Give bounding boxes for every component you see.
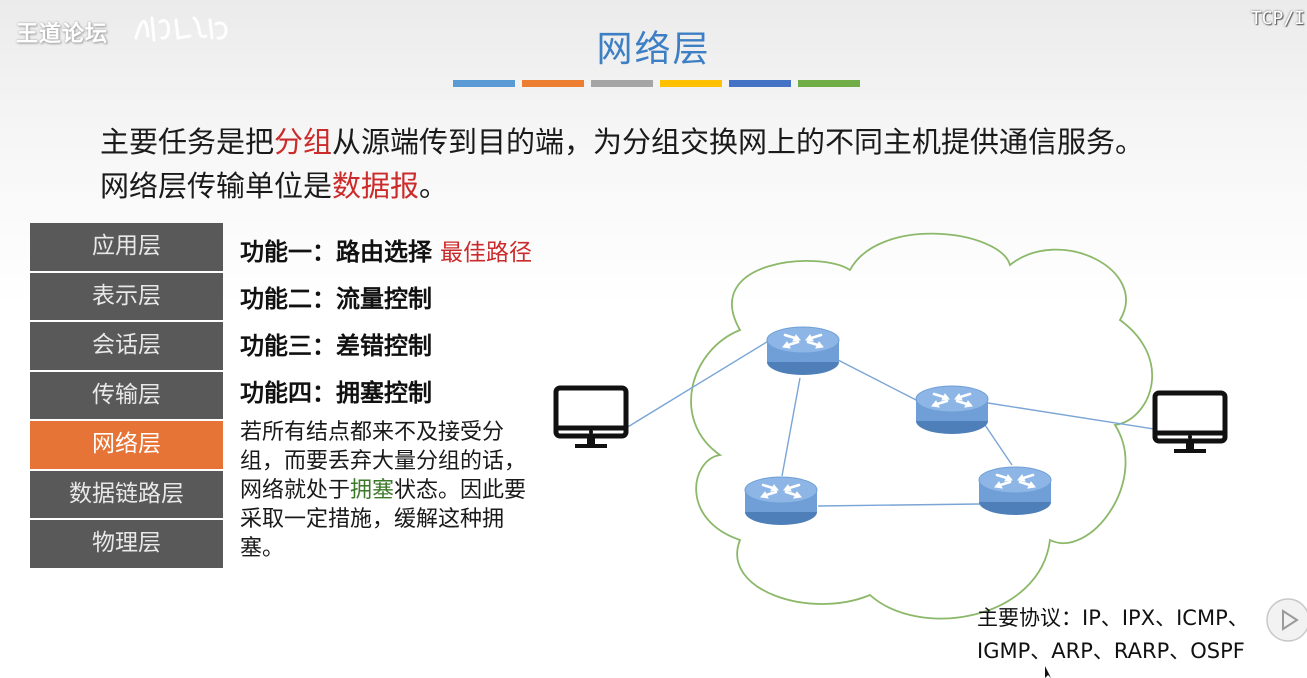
function-list: 功能一：路由选择最佳路径 功能二：流量控制 功能三：差错控制 功能四：拥塞控制 [240,232,532,420]
intro-text: 主要任务是把分组从源端传到目的端，为分组交换网上的不同主机提供通信服务。 网络层… [100,120,1144,208]
title-color-bar-2 [522,80,584,87]
intro-line1-highlight: 分组 [274,125,333,159]
slide-title: 网络层 [596,29,711,70]
title-color-bar-3 [591,80,653,87]
title-color-bars [453,80,860,87]
layer-application: 应用层 [30,223,223,271]
monitor-icon-right-host [1155,393,1225,453]
network-cloud [690,232,1153,620]
title-color-bar-4 [660,80,722,87]
intro-line2-highlight: 数据报 [332,169,420,203]
protocols-line-1: 主要协议：IP、IPX、ICMP、 [977,606,1249,630]
function-flow-control: 功能二：流量控制 [240,285,432,313]
intro-line-1: 主要任务是把分组从源端传到目的端，为分组交换网上的不同主机提供通信服务。 [100,120,1144,164]
layer-data-link: 数据链路层 [30,470,223,518]
dash-mark-icon [634,364,670,374]
corner-label: TCP/I [1250,8,1305,29]
watermark-text: 王道论坛 [16,22,109,47]
router-icon-bottom-left [743,475,819,527]
function-routing: 功能一：路由选择最佳路径 [240,232,532,279]
layer-network: 网络层 [30,421,223,469]
protocols-line-2: IGMP、ARP、RARP、OSPF [977,639,1245,663]
function-error-control: 功能三：差错控制 [240,332,432,360]
router-icon-right [914,384,990,436]
layer-session: 会话层 [30,322,223,370]
intro-line1-post: 从源端传到目的端，为分组交换网上的不同主机提供通信服务。 [332,125,1145,159]
congestion-highlight: 拥塞 [350,478,395,503]
intro-line-2: 网络层传输单位是数据报。 [100,164,1144,208]
title-color-bar-5 [729,80,791,87]
layer-presentation: 表示层 [30,272,223,320]
play-arrow-icon[interactable] [1264,596,1307,644]
title-color-bar-6 [798,80,860,87]
router-icon-top [765,325,841,377]
congestion-text-post: 状态。因此要采取一定措施，缓解这种拥塞。 [240,478,527,561]
osi-layer-stack: 应用层 表示层 会话层 传输层 网络层 数据链路层 物理层 [30,223,223,570]
watermark-signature-icon [134,16,228,42]
function-1-label: 功能一：路由选择 [240,238,432,266]
layer-physical: 物理层 [30,520,223,568]
intro-line2-post: 。 [419,169,449,203]
protocol-list: 主要协议：IP、IPX、ICMP、 IGMP、ARP、RARP、OSPF [977,602,1249,668]
monitor-icon-left-host [556,388,626,448]
layer-transport: 传输层 [30,371,223,419]
title-color-bar-1 [453,80,515,87]
congestion-text-pre: 若所有结点都来不及接受分组，而要丢弃大量分组的话，网络就处于 [240,420,527,503]
intro-line2-pre: 网络层传输单位是 [100,169,333,203]
congestion-description: 若所有结点都来不及接受分组，而要丢弃大量分组的话，网络就处于拥塞状态。因此要采取… [240,418,540,563]
intro-line1-pre: 主要任务是把 [100,125,275,159]
function-congestion-control: 功能四：拥塞控制 [240,379,432,407]
function-1-note: 最佳路径 [440,240,532,266]
mouse-cursor-icon [1045,666,1051,678]
network-links [625,339,1155,507]
router-icon-bottom-right [977,465,1053,517]
